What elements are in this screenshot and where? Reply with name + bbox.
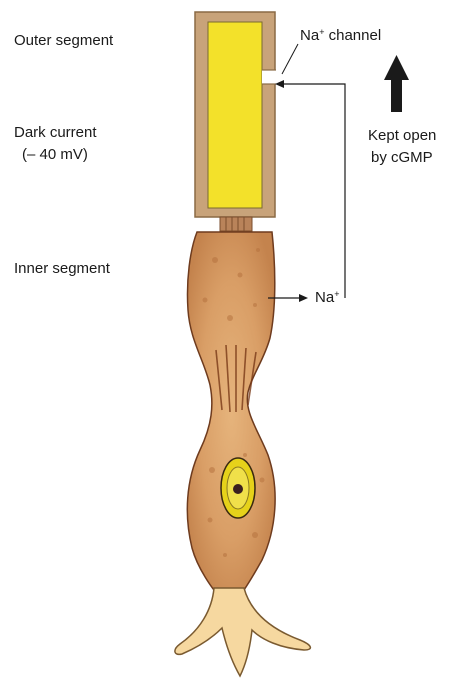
label-by-cgmp: by cGMP bbox=[371, 148, 433, 167]
na-channel-word: channel bbox=[329, 27, 382, 44]
connecting-cilium bbox=[220, 217, 252, 231]
synaptic-terminal bbox=[175, 588, 310, 676]
label-outer-segment: Outer segment bbox=[14, 31, 113, 50]
na-channel-symbol: Na bbox=[300, 27, 319, 44]
inner-segment-body bbox=[187, 232, 275, 590]
outer-segment-disks bbox=[208, 22, 262, 208]
na-channel-pointer bbox=[282, 44, 298, 74]
na-channel-charge: + bbox=[319, 27, 324, 37]
nucleus bbox=[221, 458, 255, 518]
na-ion-charge: + bbox=[334, 289, 339, 299]
label-kept-open: Kept open bbox=[368, 126, 436, 145]
kept-open-arrow bbox=[384, 55, 409, 112]
label-dark-current-voltage: (– 40 mV) bbox=[22, 145, 88, 164]
dark-current-path bbox=[275, 80, 345, 298]
na-ion-symbol: Na bbox=[315, 289, 334, 306]
label-dark-current: Dark current bbox=[14, 123, 97, 142]
outer-segment bbox=[195, 12, 276, 217]
na-channel-gap bbox=[262, 70, 276, 84]
label-na-channel: Na+ channel bbox=[300, 26, 381, 45]
label-inner-segment: Inner segment bbox=[14, 259, 110, 278]
label-na-ion: Na+ bbox=[315, 288, 339, 307]
nucleolus bbox=[233, 484, 243, 494]
